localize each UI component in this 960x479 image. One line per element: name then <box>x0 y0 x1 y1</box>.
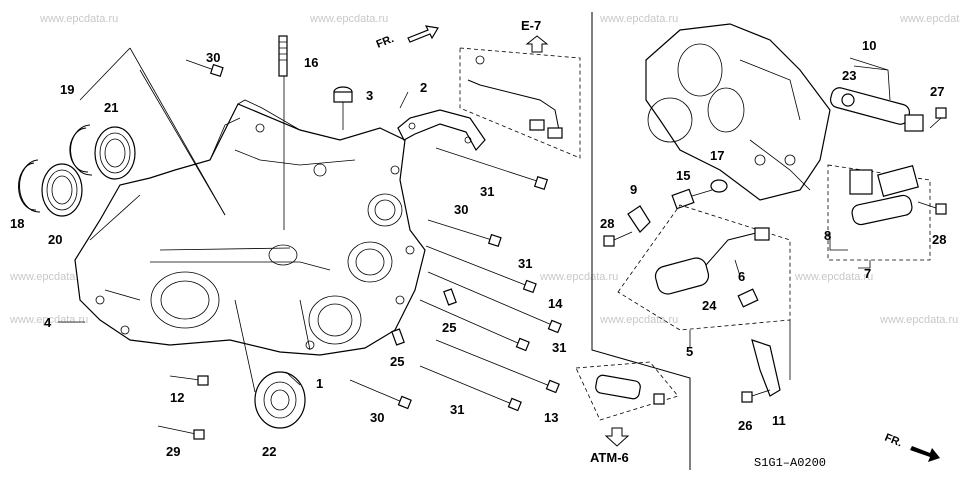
callout-11: 11 <box>772 413 786 428</box>
callout-4: 4 <box>44 315 52 330</box>
solenoid-7 <box>827 164 931 261</box>
watermark: www.epcdata.ru <box>599 314 678 326</box>
leader-line <box>79 47 131 101</box>
bracket-11 <box>741 320 791 403</box>
callout-16: 16 <box>304 55 318 70</box>
callout-30: 30 <box>454 202 468 217</box>
callout-26: 26 <box>738 418 752 433</box>
bracket-9 <box>603 205 651 247</box>
callout-3: 3 <box>366 88 373 103</box>
callout-28: 28 <box>600 216 614 231</box>
callout-31: 31 <box>480 184 494 199</box>
callout-23: 23 <box>842 68 856 83</box>
o-ring-23 <box>841 93 855 107</box>
callout-25: 25 <box>390 354 404 369</box>
callout-27: 27 <box>930 84 944 99</box>
callout-8: 8 <box>824 228 831 243</box>
ref-atm6[interactable]: ATM-6 <box>590 450 629 465</box>
callout-24: 24 <box>702 298 717 313</box>
bolt-28-right <box>917 201 947 215</box>
leader-line <box>129 47 226 216</box>
front-arrow-bottom: FR. <box>883 432 940 462</box>
callout-9: 9 <box>630 182 637 197</box>
washer-17 <box>710 179 728 193</box>
bearing-20 <box>41 163 83 217</box>
watermark: www.epcdata.ru <box>309 13 388 25</box>
callout-21: 21 <box>104 100 118 115</box>
callout-6: 6 <box>738 269 745 284</box>
callout-7: 7 <box>864 266 871 281</box>
part-3-collar <box>333 86 353 130</box>
callout-13: 13 <box>544 410 558 425</box>
callout-20: 20 <box>48 232 62 247</box>
dowel-pin <box>391 328 405 346</box>
connector-24 <box>737 288 759 308</box>
callout-2: 2 <box>420 80 427 95</box>
callout-22: 22 <box>262 444 276 459</box>
down-arrow-icon <box>604 427 630 447</box>
harness-e7 <box>459 47 581 159</box>
callout-labels: 1 2 3 4 5 6 7 8 9 10 11 12 13 14 15 16 1… <box>10 38 946 459</box>
watermark: www.epcdata.ru <box>39 13 118 25</box>
watermark: www.epcdata.ru <box>899 13 960 25</box>
transmission-housing <box>74 99 426 356</box>
callout-15: 15 <box>676 168 690 183</box>
callout-31: 31 <box>518 256 532 271</box>
callout-25: 25 <box>442 320 456 335</box>
shift-solenoid-5 <box>617 204 791 331</box>
callout-5: 5 <box>686 344 693 359</box>
snap-ring-18 <box>18 159 41 213</box>
stud-16 <box>278 35 288 77</box>
long-bolts <box>157 59 562 440</box>
watermark: www.epcdata.ru <box>879 314 958 326</box>
callout-28: 28 <box>932 232 946 247</box>
diagram-code: S1G1–A0200 <box>754 456 826 470</box>
bolt-27 <box>929 107 947 129</box>
callout-29: 29 <box>166 444 180 459</box>
right-case <box>645 23 831 201</box>
snap-ring-19 <box>69 124 93 176</box>
watermark: www.epcdata.ru <box>599 13 678 25</box>
bearing-21 <box>94 126 136 180</box>
callout-31: 31 <box>450 402 464 417</box>
svg-text:FR.: FR. <box>883 432 904 450</box>
solenoid-15 <box>671 188 713 210</box>
callout-14: 14 <box>548 296 563 311</box>
callout-30: 30 <box>370 410 384 425</box>
up-arrow-icon <box>525 35 549 53</box>
callout-1: 1 <box>316 376 323 391</box>
watermark: www.epcdata.ru <box>9 271 88 283</box>
front-arrow-top: FR. <box>375 25 439 51</box>
callout-10: 10 <box>862 38 876 53</box>
section-divider <box>591 12 691 470</box>
ref-e7[interactable]: E-7 <box>521 18 541 33</box>
callout-19: 19 <box>60 82 74 97</box>
callout-30: 30 <box>206 50 220 65</box>
leader-line <box>234 299 256 393</box>
watermark: www.epcdata.ru <box>794 271 873 283</box>
svg-text:FR.: FR. <box>375 33 396 51</box>
leader-line <box>139 69 226 216</box>
bracket-2 <box>397 109 486 152</box>
callout-17: 17 <box>710 148 724 163</box>
dowel-pin <box>443 288 457 306</box>
oil-seal-22 <box>254 371 306 429</box>
watermark: www.epcdata.ru <box>9 314 88 326</box>
callout-31: 31 <box>552 340 566 355</box>
watermark: www.epcdata.ru <box>539 271 618 283</box>
leader-lines <box>58 65 889 386</box>
atm6-part <box>575 361 679 421</box>
callout-18: 18 <box>10 216 24 231</box>
callout-12: 12 <box>170 390 184 405</box>
